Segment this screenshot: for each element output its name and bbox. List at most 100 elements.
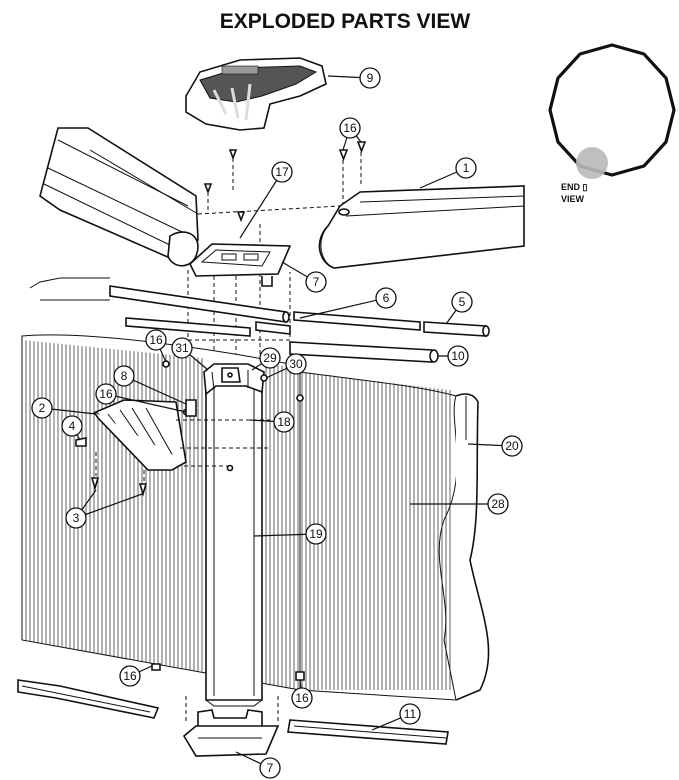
callout-circle — [359, 67, 381, 89]
end-view-highlight — [576, 147, 608, 179]
callout-circle — [375, 287, 397, 309]
pool-outline-dodecagon — [548, 43, 676, 177]
callout-c10: 10 — [438, 345, 469, 367]
connector-bracket — [162, 360, 304, 402]
callout-circle — [113, 365, 135, 387]
top-plate-part-7-upper — [189, 243, 292, 287]
callout-circle — [487, 493, 509, 515]
callout-c29: 29 — [251, 347, 281, 371]
callout-leader-line — [75, 493, 143, 519]
callout-c16c: 16 — [95, 383, 187, 413]
callout-number: 18 — [277, 415, 291, 429]
callout-c3: 3 — [65, 489, 143, 529]
callout-circle — [501, 435, 523, 457]
callout-circle — [119, 665, 141, 687]
callout-circle — [171, 337, 193, 359]
end-view-inset: END ▯ VIEW — [548, 43, 676, 204]
callout-c8: 8 — [113, 365, 187, 405]
callout-number: 28 — [491, 497, 505, 511]
callout-leader-line — [299, 297, 387, 319]
callout-c7a: 7 — [281, 261, 327, 293]
callout-number: 16 — [149, 333, 163, 347]
callout-c16b: 16 — [145, 329, 167, 363]
callout-circle — [95, 383, 117, 405]
top-cap-part-9 — [185, 57, 327, 131]
callout-number: 8 — [121, 369, 128, 383]
callout-number: 5 — [459, 295, 466, 309]
callout-c19: 19 — [253, 523, 327, 545]
callout-number: 16 — [99, 387, 113, 401]
callout-number: 11 — [404, 707, 417, 721]
callout-circle — [455, 157, 477, 179]
top-rail-right — [318, 185, 525, 269]
callout-circle — [145, 329, 167, 351]
callout-number: 29 — [263, 351, 277, 365]
end-view-label-line2: VIEW — [561, 194, 585, 204]
callout-circle — [259, 347, 281, 369]
callout-c7b: 7 — [235, 751, 281, 779]
callout-circle — [273, 411, 295, 433]
diagram-title: EXPLODED PARTS VIEW — [220, 10, 471, 33]
callout-circle — [399, 703, 421, 725]
callout-number: 16 — [295, 691, 309, 705]
callout-c9: 9 — [327, 67, 381, 89]
callout-number: 1 — [463, 161, 470, 175]
callout-circle — [305, 271, 327, 293]
bottom-plate-part-7-lower — [182, 696, 280, 757]
callout-number: 19 — [309, 527, 323, 541]
callout-circle — [285, 353, 307, 375]
callout-number: 4 — [69, 419, 76, 433]
stabilizer-bracket-part-2 — [75, 399, 270, 497]
callout-c6: 6 — [299, 287, 397, 319]
callout-number: 17 — [275, 165, 289, 179]
callout-number: 6 — [383, 291, 390, 305]
callout-c2: 2 — [31, 397, 97, 419]
callout-c20: 20 — [467, 435, 523, 457]
callout-circle — [451, 291, 473, 313]
callout-c11: 11 — [371, 703, 421, 731]
callout-c16a: 16 — [339, 117, 362, 151]
callout-number: 16 — [343, 121, 357, 135]
callout-circle — [271, 161, 293, 183]
callout-c18: 18 — [249, 411, 295, 433]
callout-c16e: 16 — [291, 679, 313, 709]
upright-post-part-19 — [205, 365, 263, 707]
bottom-tracks — [17, 663, 449, 745]
callout-c5: 5 — [445, 291, 473, 325]
callout-c28: 28 — [410, 493, 509, 515]
callout-number: 16 — [123, 669, 137, 683]
callout-number: 31 — [175, 341, 189, 355]
callout-leader-line — [105, 393, 187, 413]
screws-part-16-top — [203, 141, 367, 223]
callout-leader-line — [123, 375, 187, 405]
callout-circle — [61, 415, 83, 437]
liner-part-20 — [455, 393, 490, 701]
callout-circle — [259, 757, 281, 779]
callout-circle — [65, 507, 87, 529]
callout-number: 9 — [367, 71, 374, 85]
callout-leader-line — [239, 171, 283, 239]
callout-number: 2 — [39, 401, 46, 415]
callout-number: 3 — [73, 511, 80, 525]
callout-number: 10 — [451, 349, 465, 363]
callout-c30: 30 — [265, 353, 307, 379]
callout-c4: 4 — [61, 415, 83, 441]
callout-c16d: 16 — [119, 665, 153, 687]
top-rail-left — [39, 127, 199, 267]
callout-c1: 1 — [419, 157, 477, 189]
callout-c17: 17 — [239, 161, 293, 239]
callout-circle — [339, 117, 361, 139]
rails-tubes — [29, 277, 490, 363]
callout-circle — [305, 523, 327, 545]
callout-circle — [31, 397, 53, 419]
end-view-label-line1: END ▯ — [561, 182, 588, 192]
callout-number: 20 — [505, 439, 519, 453]
callout-number: 7 — [313, 275, 320, 289]
callout-number: 7 — [267, 761, 274, 775]
callout-number: 30 — [289, 357, 303, 371]
callout-c31: 31 — [171, 337, 209, 371]
callout-circle — [447, 345, 469, 367]
callout-circle — [291, 687, 313, 709]
